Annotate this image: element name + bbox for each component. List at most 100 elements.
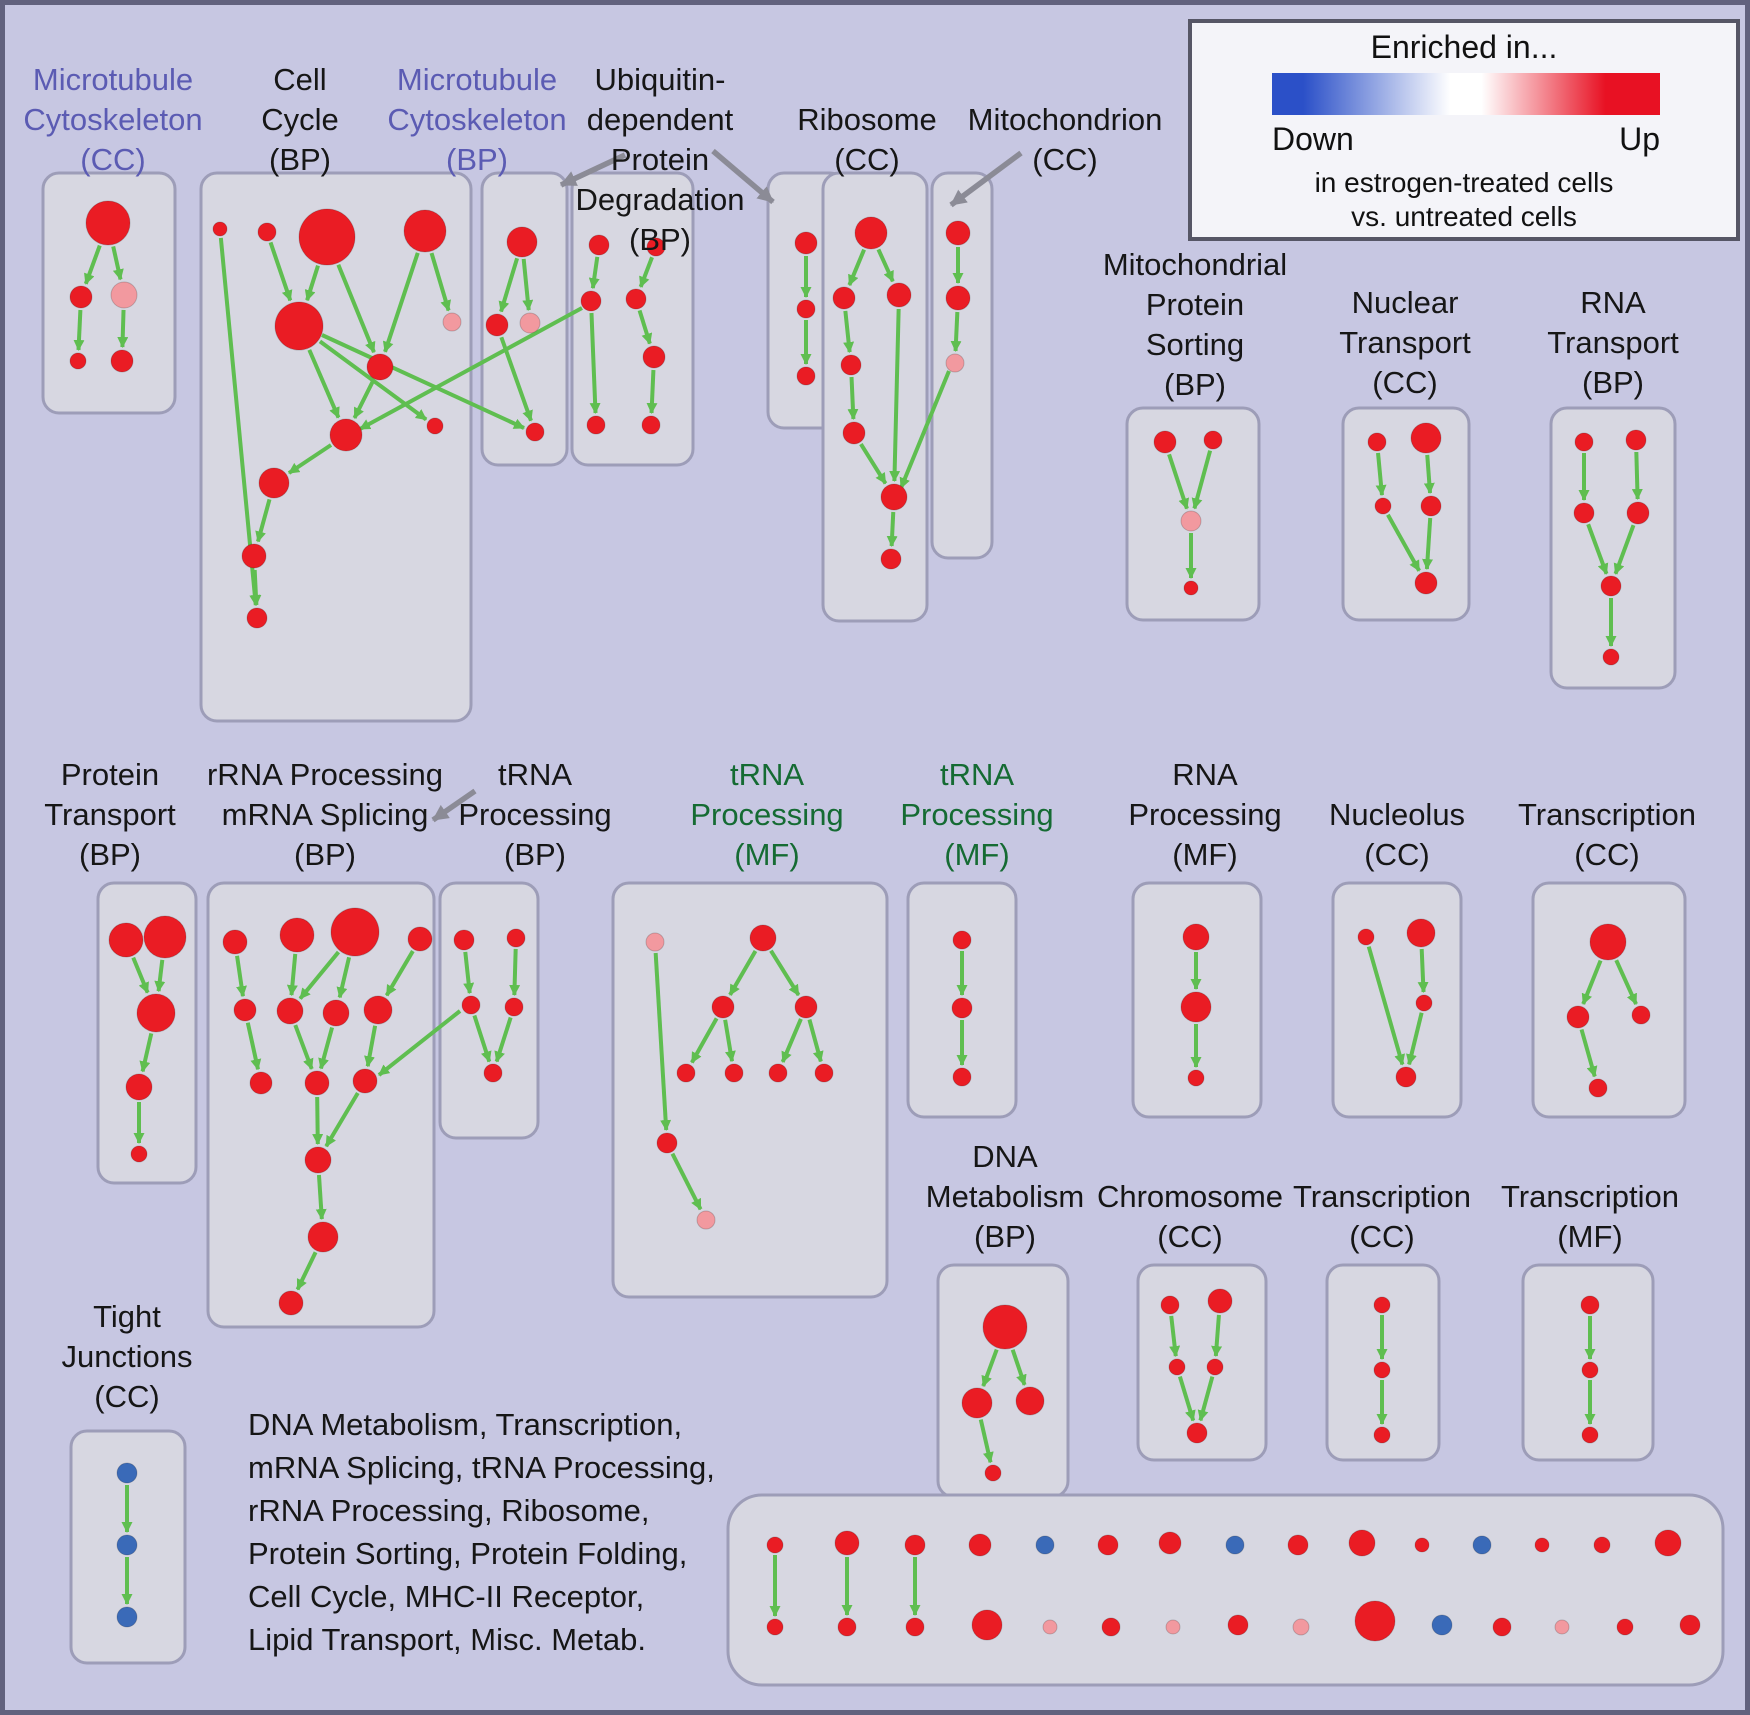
go-relation-edge (638, 256, 654, 288)
go-relation-edge (1375, 452, 1387, 497)
go-term-node (483, 1063, 503, 1083)
go-term-node (984, 1464, 1002, 1482)
go-relation-edge (978, 1419, 994, 1464)
go-relation-edge (318, 339, 428, 422)
legend-title: Enriched in... (1370, 29, 1558, 65)
go-term-node (586, 415, 606, 435)
go-term-node (1373, 1296, 1391, 1314)
go-term-node (945, 285, 971, 311)
go-relation-edge (670, 1152, 703, 1211)
go-term-node (352, 1068, 378, 1094)
go-term-node (952, 1067, 972, 1087)
go-relation-edge (498, 257, 520, 313)
go-term-node (426, 417, 444, 435)
go-relation-edge (298, 950, 341, 1000)
go-term-node (1431, 1614, 1453, 1636)
go-relation-edge (218, 237, 261, 607)
go-term-node (1566, 1005, 1590, 1029)
go-term-node (656, 1132, 678, 1154)
go-term-node (1225, 1535, 1245, 1555)
go-term-node (1035, 1535, 1055, 1555)
go-relation-edge (321, 333, 525, 430)
cluster-box-microtubule-cytoskeleton-cc (41, 171, 177, 415)
go-relation-edge (1423, 454, 1435, 495)
go-relation-edge (1579, 1028, 1598, 1078)
go-term-node (1357, 928, 1375, 946)
go-relation-edge (139, 1033, 154, 1073)
go-term-node (1287, 1534, 1309, 1556)
go-term-node (442, 312, 462, 332)
go-term-node (257, 222, 277, 242)
go-relation-edge (1177, 1375, 1196, 1422)
go-term-node (403, 209, 447, 253)
go-term-node (329, 418, 363, 452)
go-term-node (279, 917, 315, 953)
go-term-node (1354, 1600, 1396, 1642)
go-term-node (1581, 1361, 1599, 1379)
go-term-node (1187, 1069, 1205, 1087)
go-term-node (525, 422, 545, 442)
legend-box: Enriched in... Down Up in estrogen-treat… (1188, 19, 1740, 241)
go-relation-edge (950, 311, 962, 353)
go-term-node (274, 301, 324, 351)
go-relation-edge (723, 1019, 736, 1063)
go-term-node (212, 221, 228, 237)
legend-up-label: Up (1619, 121, 1660, 157)
go-term-node (110, 281, 138, 309)
go-term-node (1414, 1537, 1430, 1553)
label-pointer-arrow (711, 148, 775, 205)
go-relation-edge (807, 1019, 824, 1063)
go-term-node (1015, 1386, 1045, 1416)
go-relation-edge (318, 1026, 335, 1070)
go-relation-edge (1586, 523, 1609, 575)
misc-cluster-label: DNA Metabolism, Transcription, mRNA Spli… (248, 1403, 715, 1661)
go-relation-edge (1581, 959, 1603, 1005)
cluster-box-misc-metabolism (726, 1493, 1725, 1687)
legend-subtitle-1: in estrogen-treated cells (1314, 167, 1614, 198)
go-term-node (1373, 1426, 1391, 1444)
go-term-node (796, 299, 816, 319)
go-term-node (905, 1617, 925, 1637)
go-term-node (506, 928, 526, 948)
go-term-node (646, 237, 666, 257)
go-term-node (794, 231, 818, 255)
go-term-node (322, 999, 350, 1027)
go-term-node (1554, 1619, 1570, 1635)
go-term-node (298, 208, 356, 266)
go-term-node (1573, 502, 1595, 524)
go-relation-edge (653, 952, 672, 1132)
go-relation-edge (847, 376, 859, 421)
go-term-node (645, 932, 665, 952)
go-term-node (506, 226, 538, 258)
go-relation-edge (268, 241, 293, 302)
go-term-node (1374, 497, 1392, 515)
go-term-node (1589, 923, 1627, 961)
go-relation-edge (336, 264, 376, 354)
go-relation-edge (1197, 1376, 1215, 1422)
go-term-node (453, 929, 475, 951)
go-term-node (837, 1617, 857, 1637)
go-term-node (407, 926, 433, 952)
go-relation-edge (315, 1174, 327, 1221)
go-relation-edge (382, 252, 420, 353)
go-term-node (304, 1070, 330, 1096)
go-term-node (1414, 571, 1438, 595)
go-term-node (854, 216, 888, 250)
go-relation-edge (293, 1024, 314, 1070)
go-term-node (69, 352, 87, 370)
go-term-node (796, 366, 816, 386)
go-relation-edge (245, 1022, 262, 1071)
go-relation-edge (589, 312, 601, 415)
go-term-node (1153, 430, 1177, 454)
go-term-node (968, 1533, 992, 1557)
go-term-node (1207, 1288, 1233, 1314)
go-term-node (1180, 991, 1212, 1023)
go-term-node (258, 467, 290, 499)
go-term-node (143, 915, 187, 959)
go-relation-edge (509, 948, 521, 997)
go-relation-edge (981, 1348, 999, 1388)
go-term-node (814, 1063, 834, 1083)
go-term-node (241, 543, 267, 569)
go-relation-edge (287, 443, 333, 475)
go-term-node (1415, 994, 1433, 1012)
